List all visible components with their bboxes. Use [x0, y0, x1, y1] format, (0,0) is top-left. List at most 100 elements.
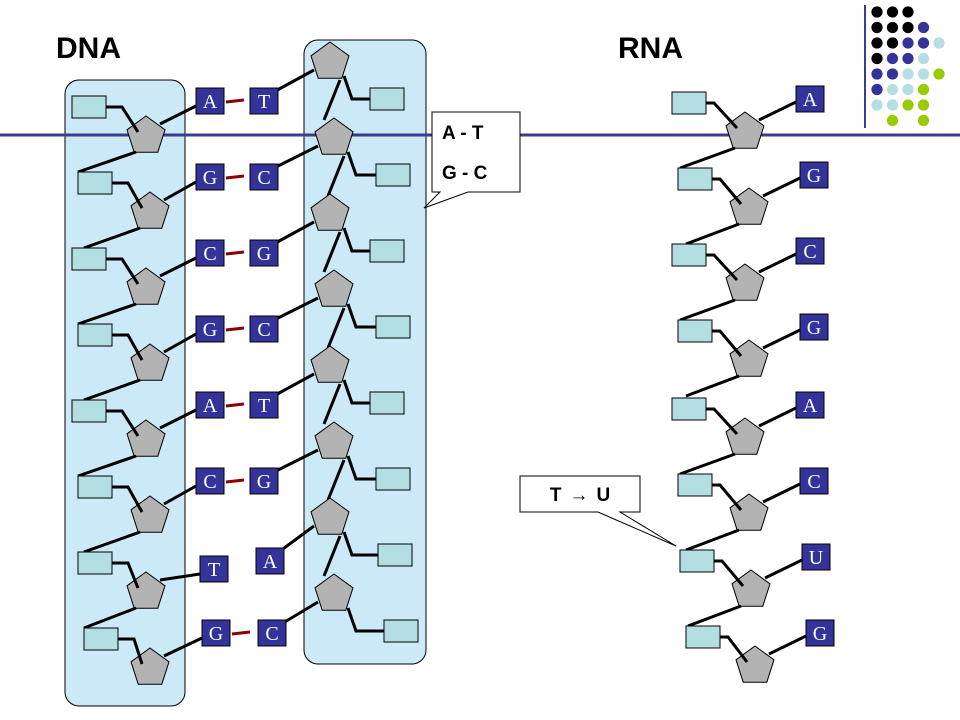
- sugar: [314, 421, 354, 459]
- base-letter: C: [257, 167, 270, 189]
- hydrogen-bond: [231, 630, 251, 636]
- decorative-dot: [933, 37, 945, 49]
- phosphodiester-bond: [326, 307, 346, 349]
- base: C: [257, 619, 287, 647]
- phosphate: [71, 399, 107, 423]
- phosphate: [671, 397, 707, 421]
- base: A: [795, 391, 825, 419]
- dna-title: DNA: [56, 32, 121, 65]
- backbone-bond: [112, 485, 144, 513]
- base-box: [249, 467, 279, 495]
- base-box: [249, 391, 279, 419]
- base-box: [249, 315, 279, 343]
- sugar: [130, 191, 170, 229]
- base: G: [805, 619, 835, 647]
- base-box: [195, 315, 225, 343]
- decorative-dot: [871, 52, 883, 65]
- backbone-bond: [112, 561, 140, 589]
- phosphodiester-bond: [679, 452, 736, 476]
- base-letter: A: [803, 89, 818, 111]
- phosphodiester-bond: [687, 604, 742, 628]
- sugar: [729, 187, 769, 225]
- phosphate: [679, 549, 715, 573]
- glycosidic-bond: [758, 252, 797, 274]
- base: G: [195, 315, 225, 343]
- sugar: [310, 41, 350, 79]
- phosphate: [77, 551, 113, 575]
- decorative-dot: [886, 21, 899, 34]
- phosphodiester-bond: [83, 530, 141, 554]
- base-letter: G: [257, 471, 271, 493]
- base: G: [799, 161, 829, 189]
- phosphodiester-bond: [322, 79, 342, 121]
- decorative-dot: [871, 68, 883, 80]
- base-box: [255, 547, 285, 575]
- base-box: [195, 87, 225, 115]
- pairing-callout: A - T G - C: [423, 111, 521, 209]
- glycosidic-bond: [159, 572, 201, 582]
- decorative-dot: [902, 6, 914, 18]
- glycosidic-bond: [758, 100, 797, 122]
- base: G: [195, 163, 225, 191]
- phosphate: [71, 247, 107, 271]
- decorative-dot: [902, 83, 914, 96]
- decorative-dot: [886, 83, 899, 96]
- sugar: [725, 417, 765, 455]
- decorative-dot: [886, 114, 899, 127]
- base: C: [249, 163, 279, 191]
- sugar: [314, 573, 354, 611]
- base: A: [255, 547, 285, 575]
- decorative-dot: [886, 6, 899, 18]
- decorative-dot: [917, 68, 930, 80]
- base: T: [199, 555, 229, 583]
- backbone-bond: [346, 151, 376, 177]
- phosphodiester-bond: [322, 535, 342, 577]
- backbone-bond: [346, 455, 376, 481]
- sugar: [725, 263, 765, 301]
- base: T: [249, 87, 279, 115]
- backbone-bond: [706, 101, 739, 130]
- glycosidic-bond: [758, 406, 797, 428]
- sugar: [314, 269, 354, 307]
- backbone-bond: [712, 177, 743, 205]
- base-letter: A: [803, 395, 818, 417]
- phosphate: [369, 239, 405, 263]
- glycosidic-bond: [762, 176, 801, 198]
- backbone-bond: [720, 635, 749, 663]
- backbone-bond: [106, 105, 140, 133]
- phosphate: [77, 475, 113, 499]
- phosphate: [375, 467, 411, 491]
- hydrogen-bond: [225, 478, 245, 484]
- base: C: [795, 237, 825, 265]
- base-box: [795, 85, 825, 113]
- decorative-dot: [871, 6, 883, 18]
- phosphate: [671, 91, 707, 115]
- decorative-dot-grid: [871, 6, 945, 127]
- decorative-dot: [917, 52, 930, 65]
- base-letter: G: [807, 165, 821, 187]
- backbone-bond: [342, 227, 370, 253]
- hydrogen-bond: [225, 250, 245, 256]
- decorative-dot: [933, 68, 945, 80]
- backbone-bond: [712, 483, 743, 511]
- phosphate: [77, 323, 113, 347]
- sugar: [126, 267, 166, 305]
- backbone-bond: [112, 333, 144, 361]
- sugar: [735, 645, 775, 683]
- base: C: [195, 467, 225, 495]
- base-letter: T: [258, 395, 270, 417]
- glycosidic-bond: [159, 256, 197, 278]
- phosphodiester-bond: [685, 528, 740, 552]
- decorative-dot: [886, 99, 899, 111]
- base-box: [249, 163, 279, 191]
- base-box: [195, 239, 225, 267]
- sugar: [126, 115, 166, 153]
- base-letter: G: [203, 319, 217, 341]
- decorative-dot: [886, 37, 899, 49]
- glycosidic-bond: [159, 408, 197, 430]
- decorative-dot: [871, 21, 883, 34]
- base-pair-bonds: [225, 98, 251, 636]
